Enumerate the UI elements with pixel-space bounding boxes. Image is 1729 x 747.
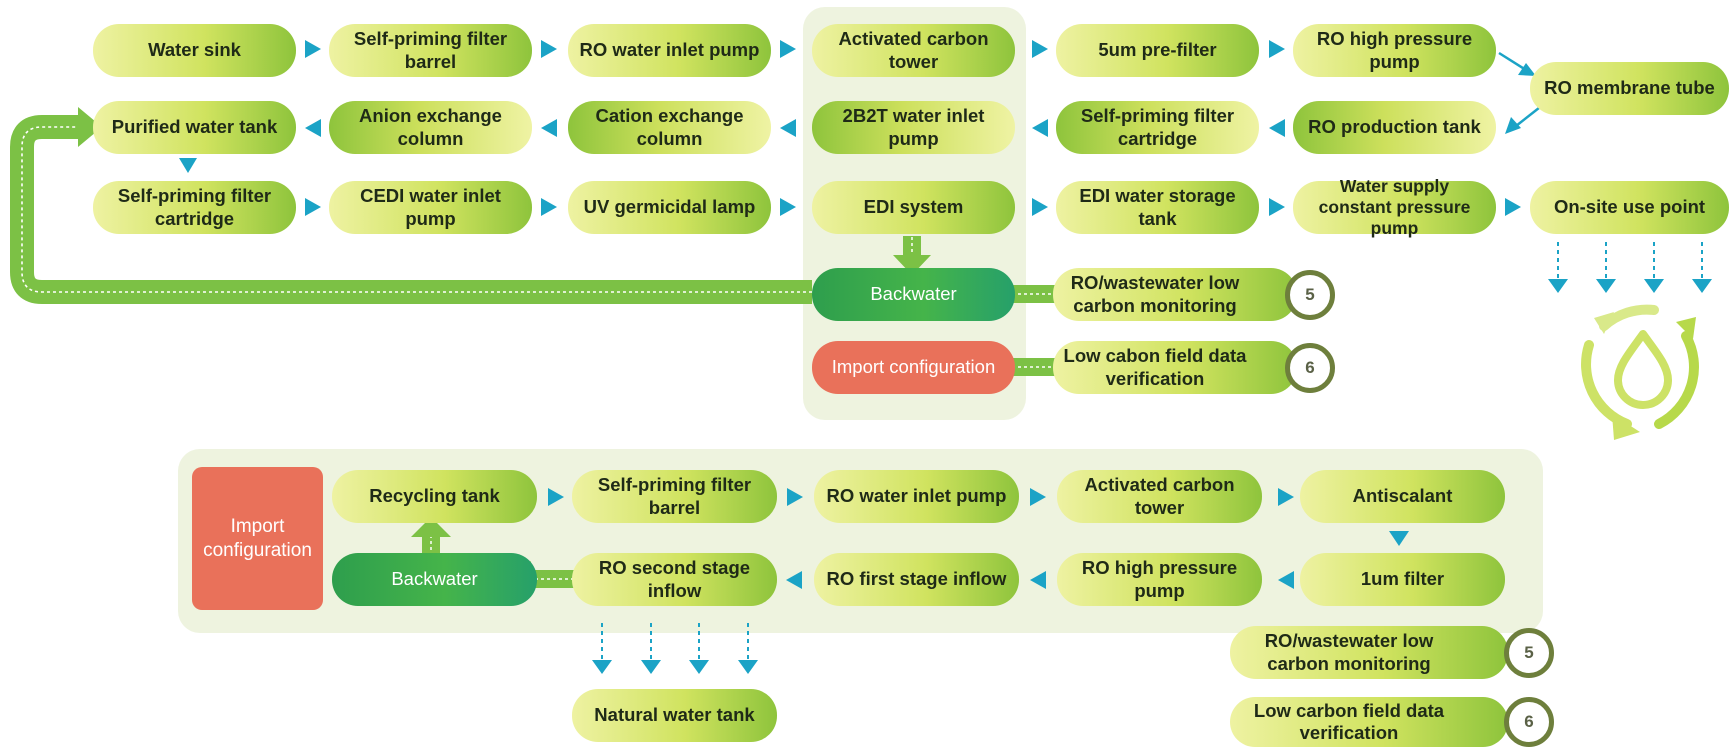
arrow-left (1278, 571, 1294, 589)
node-self-priming-filter-cartridge: Self-priming filter cartridge (1056, 101, 1259, 154)
arrow-right (541, 198, 557, 216)
node-bottom-ro-water-inlet-pump: RO water inlet pump (814, 470, 1019, 523)
node-water-sink: Water sink (93, 24, 296, 77)
node-low-carbon-field-data-verification: Low carbon field data verification (1230, 697, 1508, 747)
node-purified-water-tank: Purified water tank (93, 101, 296, 154)
arrow-right (1278, 488, 1294, 506)
node-5um-pre-filter: 5um pre-filter (1056, 24, 1259, 77)
arrow-left (305, 119, 321, 137)
edi-to-backwater (893, 236, 931, 275)
node-bottom-activated-carbon-tower: Activated carbon tower (1057, 470, 1262, 523)
arrow-right (787, 488, 803, 506)
node-low-cabon-field-data-verification: Low cabon field data verification (1053, 341, 1297, 394)
node-ro-high-pressure-pump: RO high pressure pump (1293, 24, 1496, 77)
arrow-right (305, 198, 321, 216)
node-edi-system: EDI system (812, 181, 1015, 234)
row1-arrows (305, 40, 1285, 58)
arrow-right (1032, 198, 1048, 216)
drip-arrows-top (1548, 242, 1712, 293)
node-on-site-use-point: On-site use point (1530, 181, 1729, 234)
node-natural-water-tank: Natural water tank (572, 689, 777, 742)
arrow-right (1505, 198, 1521, 216)
node-bottom-backwater: Backwater (332, 553, 537, 606)
row3-arrows (305, 198, 1521, 216)
node-ro-wastewater-low-carbon-monitoring: RO/wastewater low carbon monitoring (1053, 268, 1297, 321)
node-self-priming-filter-barrel: Self-priming filter barrel (329, 24, 532, 77)
node-cedi-water-inlet-pump: CEDI water inlet pump (329, 181, 532, 234)
node-ro-water-inlet-pump: RO water inlet pump (568, 24, 771, 77)
arrow-right (541, 40, 557, 58)
drip-arrows-bottom (592, 623, 758, 674)
arrow-right (780, 40, 796, 58)
node-cation-exchange-column: Cation exchange column (568, 101, 771, 154)
arrow-down (1389, 531, 1409, 546)
bottom-import-configuration: Import configuration (192, 467, 323, 610)
arrow-left (786, 571, 802, 589)
node-activated-carbon-tower: Activated carbon tower (812, 24, 1015, 77)
arrow-right (548, 488, 564, 506)
node-2b2t-water-inlet-pump: 2B2T water inlet pump (812, 101, 1015, 154)
node-uv-germicidal-lamp: UV germicidal lamp (568, 181, 771, 234)
node-self-priming-filter-cartridge-2: Self-priming filter cartridge (93, 181, 296, 234)
water-recycle-icon (1581, 304, 1699, 440)
node-recycling-tank: Recycling tank (332, 470, 537, 523)
node-anion-exchange-column: Anion exchange column (329, 101, 532, 154)
bottom-step-badge-6: 6 (1504, 697, 1554, 747)
node-ro-second-stage-inflow: RO second stage inflow (572, 553, 777, 606)
node-import-configuration: Import configuration (812, 341, 1015, 394)
arrow-right (1269, 40, 1285, 58)
arrow-right (1269, 198, 1285, 216)
return-pipe (10, 107, 812, 304)
node-backwater: Backwater (812, 268, 1015, 321)
node-1um-filter: 1um filter (1300, 553, 1505, 606)
node-edi-water-storage-tank: EDI water storage tank (1056, 181, 1259, 234)
row2-arrows (305, 119, 1285, 137)
node-water-supply-constant-pressure-pump: Water supply constant pressure pump (1293, 176, 1496, 238)
arrow-left (1032, 119, 1048, 137)
step-badge-6: 6 (1285, 343, 1335, 393)
bottom-step-badge-5: 5 (1504, 628, 1554, 678)
arrow-left (1269, 119, 1285, 137)
node-ro-production-tank: RO production tank (1293, 101, 1496, 154)
backwater-to-recycling (411, 517, 451, 555)
arrow-left (780, 119, 796, 137)
arrow-right (305, 40, 321, 58)
arrow-right (1032, 40, 1048, 58)
bottom-row1-arrows (548, 488, 1294, 506)
step-badge-5: 5 (1285, 270, 1335, 320)
arrow-left (541, 119, 557, 137)
node-antiscalant: Antiscalant (1300, 470, 1505, 523)
arrow-right (1030, 488, 1046, 506)
arrow-down (179, 158, 197, 173)
arrow-left (1030, 571, 1046, 589)
node-bottom-ro-high-pressure-pump: RO high pressure pump (1057, 553, 1262, 606)
arrow-right (780, 198, 796, 216)
node-bottom-ro-wastewater-low-carbon-monitoring: RO/wastewater low carbon monitoring (1230, 626, 1508, 679)
node-ro-membrane-tube: RO membrane tube (1530, 62, 1729, 115)
node-bottom-self-priming-filter-barrel: Self-priming filter barrel (572, 470, 777, 523)
bottom-row2-arrows (786, 571, 1294, 589)
node-ro-first-stage-inflow: RO first stage inflow (814, 553, 1019, 606)
